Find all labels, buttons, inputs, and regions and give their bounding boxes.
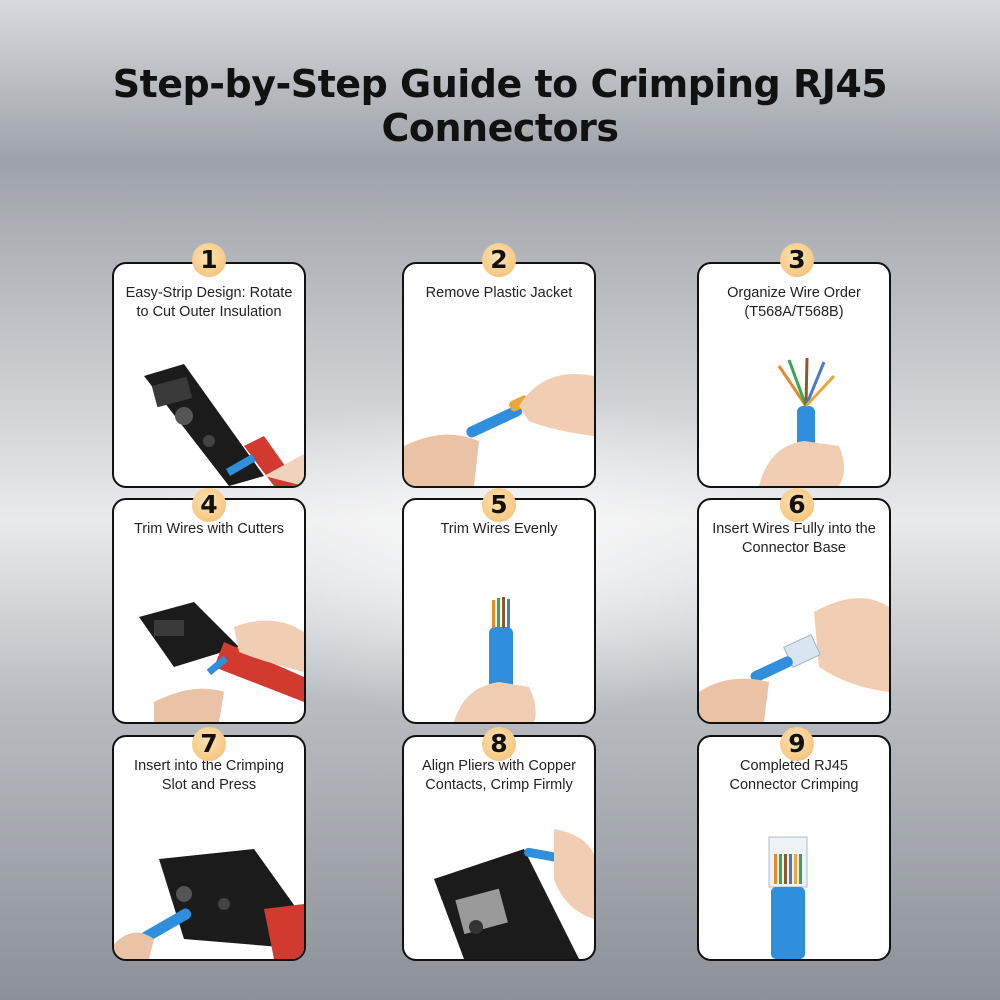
- hands-cable-icon: [404, 374, 594, 486]
- step-number-badge: 2: [482, 243, 516, 277]
- crimping-tool-icon: [144, 364, 304, 486]
- step-label: Trim Wires with Cutters: [133, 521, 285, 537]
- step-label: Completed RJ45 Connector Crimping: [729, 758, 859, 793]
- step-card-8: Align Pliers with Copper Contacts, Crimp…: [402, 735, 596, 961]
- step-label: Insert into the Crimping Slot and Press: [134, 758, 284, 793]
- crimping-tool-icon: [139, 602, 304, 722]
- step-number-badge: 3: [780, 243, 814, 277]
- step-label: Easy-Strip Design: Rotate to Cut Outer I…: [125, 285, 293, 320]
- rj45-connector-icon: [768, 836, 808, 959]
- step-card-6: Insert Wires Fully into the Connector Ba…: [697, 498, 891, 724]
- wire-fan-icon: [759, 357, 844, 486]
- step-label: Insert Wires Fully into the Connector Ba…: [712, 521, 876, 556]
- step-card-7: Insert into the Crimping Slot and Press: [112, 735, 306, 961]
- step-number-badge: 8: [482, 727, 516, 761]
- page-title: Step-by-Step Guide to Crimping RJ45 Conn…: [112, 62, 888, 150]
- step-label: Organize Wire Order (T568A/T568B): [727, 285, 861, 320]
- step-number-badge: 9: [780, 727, 814, 761]
- step-number-badge: 7: [192, 727, 226, 761]
- step-card-9: Completed RJ45 Connector Crimping: [697, 735, 891, 961]
- step-number-badge: 1: [192, 243, 226, 277]
- step-label: Trim Wires Evenly: [440, 521, 558, 537]
- connector-insert-icon: [699, 598, 889, 722]
- step-number-badge: 6: [780, 488, 814, 522]
- step-card-2: Remove Plastic Jacket: [402, 262, 596, 488]
- step-card-3: Organize Wire Order (T568A/T568B): [697, 262, 891, 488]
- crimping-tool-icon: [434, 829, 594, 959]
- step-label: Align Pliers with Copper Contacts, Crimp…: [422, 758, 576, 793]
- step-label: Remove Plastic Jacket: [425, 285, 573, 301]
- crimping-tool-icon: [114, 849, 304, 959]
- trimmed-wires-icon: [454, 597, 536, 722]
- step-number-badge: 5: [482, 488, 516, 522]
- step-card-5: Trim Wires Evenly: [402, 498, 596, 724]
- step-card-4: Trim Wires with Cutters: [112, 498, 306, 724]
- step-card-1: Easy-Strip Design: Rotate to Cut Outer I…: [112, 262, 306, 488]
- step-number-badge: 4: [192, 488, 226, 522]
